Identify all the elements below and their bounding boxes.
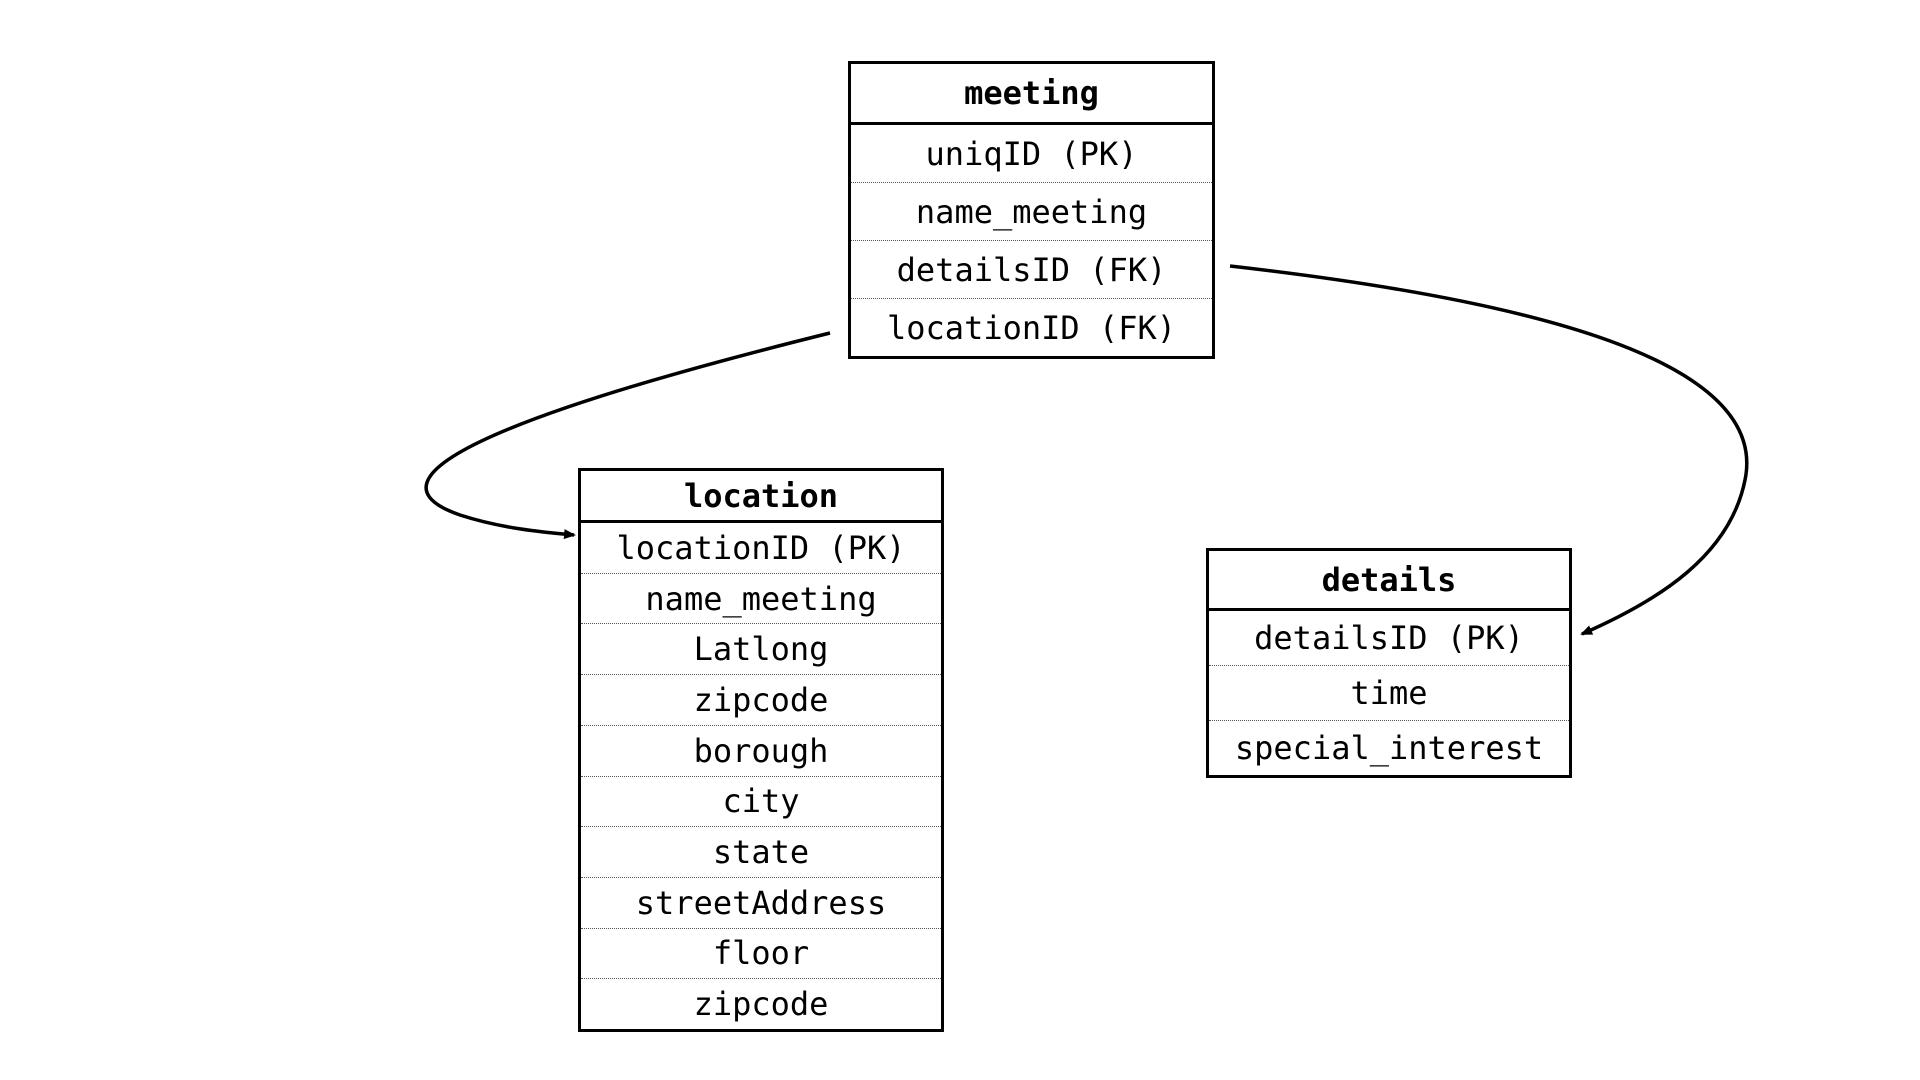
field-details-time: time xyxy=(1209,666,1569,721)
field-details-special-interest: special_interest xyxy=(1234,729,1544,767)
field-location-floor: floor xyxy=(581,929,941,980)
field-location-state: state xyxy=(581,827,941,878)
entity-details-title: details xyxy=(1209,551,1569,611)
field-location-locationid: locationID (PK) xyxy=(581,523,941,574)
field-location-borough: borough xyxy=(581,726,941,777)
field-location-city: city xyxy=(581,777,941,828)
field-location-streetaddress: streetAddress xyxy=(581,878,941,929)
entity-meeting[interactable]: meeting uniqID (PK) name_meeting details… xyxy=(848,61,1215,359)
entity-details[interactable]: details detailsID (PK) time special_inte… xyxy=(1206,548,1572,778)
field-details-detailsid: detailsID (PK) xyxy=(1209,611,1569,666)
field-meeting-detailsid: detailsID (FK) xyxy=(851,241,1212,299)
field-location-zipcode-2: zipcode xyxy=(693,985,829,1024)
field-location-name-meeting: name_meeting xyxy=(581,574,941,625)
entity-location[interactable]: location locationID (PK) name_meeting La… xyxy=(578,468,944,1032)
field-location-latlong: Latlong xyxy=(581,624,941,676)
field-location-zipcode: zipcode xyxy=(581,675,941,726)
field-meeting-uniqid: uniqID (PK) xyxy=(851,125,1212,183)
entity-meeting-title: meeting xyxy=(851,64,1212,125)
field-meeting-name-meeting: name_meeting xyxy=(851,183,1212,241)
field-meeting-locationid: locationID (FK) xyxy=(887,308,1176,347)
entity-location-title: location xyxy=(581,471,941,523)
